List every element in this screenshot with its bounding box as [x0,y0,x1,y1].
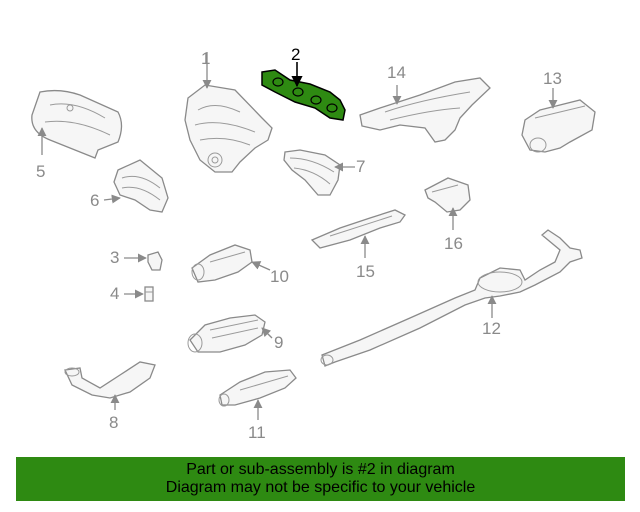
callout-8: 8 [109,413,118,432]
callout-16: 16 [444,234,463,253]
part-15-floor-shield[interactable] [310,209,406,249]
callout-6: 6 [90,191,99,210]
callout-14: 14 [387,63,406,82]
part-13-muffler[interactable] [521,99,596,153]
callout-13: 13 [543,69,562,88]
part-1-exhaust-manifold[interactable] [184,84,273,173]
callout-1: 1 [201,49,210,68]
part-9-converter[interactable] [187,314,266,353]
callout-12: 12 [482,319,501,338]
part-16-bracket[interactable] [424,177,471,213]
callout-11: 11 [248,423,266,442]
part-14-heat-shield[interactable] [359,77,491,143]
callout-7: 7 [356,157,365,176]
part-3-clamp[interactable] [147,251,163,271]
banner-line-2: Diagram may not be specific to your vehi… [165,479,476,496]
callout-3: 3 [110,248,119,267]
banner-line-1: Part or sub-assembly is #2 in diagram [186,461,455,478]
part-4-bolt[interactable] [144,286,154,302]
part-5-heat-shield[interactable] [31,89,123,159]
part-7-upper-cover[interactable] [283,149,341,196]
callout-9: 9 [274,333,283,352]
part-8-front-pipe[interactable] [64,361,156,399]
callout-15: 15 [356,262,375,281]
part-2-manifold-gasket[interactable] [261,69,346,121]
part-11-converter[interactable] [218,369,297,407]
part-12-center-pipe[interactable] [320,229,583,367]
callout-4: 4 [110,284,119,303]
callout-5: 5 [36,162,45,181]
parts-diagram: 5 1 2 14 13 6 [31,45,596,442]
callout-2: 2 [291,45,300,64]
part-10-converter[interactable] [191,244,253,283]
info-banner: Part or sub-assembly is #2 in diagram Di… [16,457,625,501]
callout-10: 10 [270,267,289,286]
part-6-manifold-cover[interactable] [113,159,169,213]
